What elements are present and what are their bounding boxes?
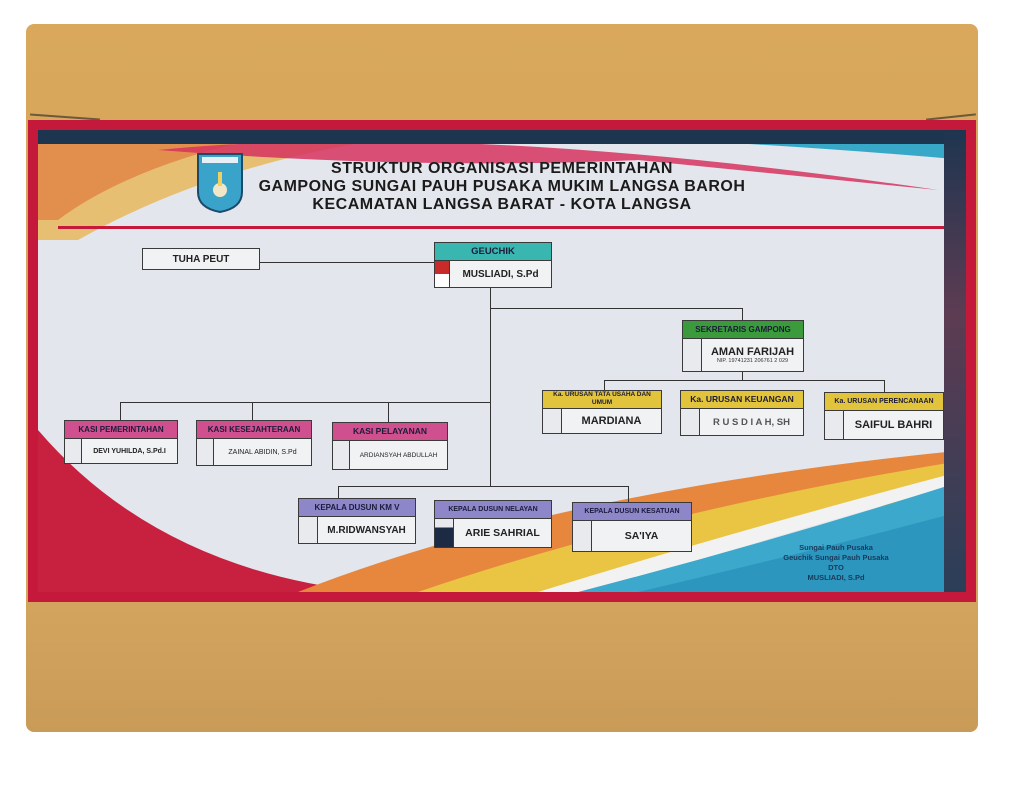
title-line-1: STRUKTUR ORGANISASI PEMERINTAHAN [331, 160, 673, 177]
geuchik-box: GEUCHIK MUSLIADI, S.Pd [434, 242, 552, 288]
dusun-title: KEPALA DUSUN KM V [299, 499, 415, 517]
kota-langsa-emblem-icon [197, 153, 243, 214]
flag-icon [435, 261, 450, 287]
photo-placeholder [681, 409, 700, 435]
top-stripe [38, 130, 966, 144]
sekretaris-name: AMAN FARIJAH [710, 346, 795, 358]
kasi-title: KASI KESEJAHTERAAN [197, 421, 311, 439]
signature-block: Sungai Pauh Pusaka Geuchik Sungai Pauh P… [776, 543, 896, 583]
board-canvas: STRUKTUR ORGANISASI PEMERINTAHAN GAMPONG… [38, 130, 966, 592]
photo-placeholder [543, 409, 562, 433]
signature-place: Sungai Pauh Pusaka [799, 543, 873, 552]
connector-line [260, 262, 436, 263]
dusun-title: KEPALA DUSUN KESATUAN [573, 503, 691, 521]
tuha-peut-label: TUHA PEUT [172, 253, 230, 265]
org-chart-board: STRUKTUR ORGANISASI PEMERINTAHAN GAMPONG… [28, 120, 976, 602]
sekretaris-box: SEKRETARIS GAMPONG AMAN FARIJAH NIP. 197… [682, 320, 804, 372]
dusun-box-nelayan: KEPALA DUSUN NELAYAN ARIE SAHRIAL [434, 500, 552, 548]
kasi-name: DEVI YUHILDA, S.Pd.I [93, 447, 166, 455]
connector-line [742, 370, 743, 380]
photo-placeholder [333, 441, 350, 469]
connector-line [490, 404, 491, 486]
kasi-title: KASI PELAYANAN [333, 423, 447, 441]
connector-line [604, 380, 605, 390]
dusun-name: M.RIDWANSYAH [327, 524, 406, 536]
signature-dto: DTO [828, 563, 844, 572]
connector-line [338, 486, 339, 498]
photo-placeholder [825, 411, 844, 439]
tuha-peut-box: TUHA PEUT [142, 248, 260, 270]
connector-line [120, 402, 490, 403]
person-photo-icon [435, 519, 454, 547]
urusan-title: Ka. URUSAN TATA USAHA DAN UMUM [543, 391, 661, 409]
kasi-title: KASI PEMERINTAHAN [65, 421, 177, 439]
signature-name: MUSLIADI, S.Pd [807, 573, 865, 582]
signature-role: Geuchik Sungai Pauh Pusaka [783, 553, 889, 562]
title-line-2: GAMPONG SUNGAI PAUH PUSAKA MUKIM LANGSA … [258, 178, 746, 195]
urusan-name: MARDIANA [581, 415, 642, 427]
urusan-box-keuangan: Ka. URUSAN KEUANGAN R U S D I A H, SH [680, 390, 804, 436]
connector-line [490, 280, 491, 404]
connector-line [884, 380, 885, 392]
kasi-box-pemerintahan: KASI PEMERINTAHAN DEVI YUHILDA, S.Pd.I [64, 420, 178, 464]
kasi-name: ZAINAL ABIDIN, S.Pd [228, 448, 297, 456]
sekretaris-nip: NIP. 19741231 206761 2 029 [716, 358, 789, 364]
urusan-box-tata-usaha: Ka. URUSAN TATA USAHA DAN UMUM MARDIANA [542, 390, 662, 434]
geuchik-title: GEUCHIK [435, 243, 551, 261]
urusan-name: R U S D I A H, SH [713, 416, 790, 428]
connector-line [252, 402, 253, 420]
urusan-box-perencanaan: Ka. URUSAN PERENCANAAN SAIFUL BAHRI [824, 392, 944, 440]
connector-line [490, 308, 742, 309]
sekretaris-title: SEKRETARIS GAMPONG [683, 321, 803, 339]
urusan-title: Ka. URUSAN PERENCANAAN [825, 393, 943, 411]
dusun-name: SA'IYA [624, 530, 659, 542]
connector-line [120, 402, 121, 420]
kasi-box-pelayanan: KASI PELAYANAN ARDIANSYAH ABDULLAH [332, 422, 448, 470]
dusun-box-kesatuan: KEPALA DUSUN KESATUAN SA'IYA [572, 502, 692, 552]
connector-line [338, 486, 628, 487]
kasi-name: ARDIANSYAH ABDULLAH [359, 451, 438, 459]
geuchik-name: MUSLIADI, S.Pd [462, 268, 539, 280]
dusun-name: ARIE SAHRIAL [465, 527, 540, 539]
dusun-box-km-v: KEPALA DUSUN KM V M.RIDWANSYAH [298, 498, 416, 544]
kasi-box-kesejahteraan: KASI KESEJAHTERAAN ZAINAL ABIDIN, S.Pd [196, 420, 312, 466]
title-line-3: KECAMATAN LANGSA BARAT - KOTA LANGSA [312, 196, 692, 213]
connector-line [388, 402, 389, 422]
connector-line [628, 486, 629, 502]
photo-placeholder [197, 439, 214, 465]
connector-line [604, 380, 884, 381]
urusan-title: Ka. URUSAN KEUANGAN [681, 391, 803, 409]
photo-placeholder [65, 439, 82, 463]
photo-placeholder [299, 517, 318, 543]
photo-placeholder [573, 521, 592, 551]
urusan-name: SAIFUL BAHRI [854, 419, 933, 431]
photo-placeholder [683, 339, 702, 371]
connector-line [742, 308, 743, 320]
right-stripe [944, 130, 966, 592]
dusun-title: KEPALA DUSUN NELAYAN [435, 501, 551, 519]
